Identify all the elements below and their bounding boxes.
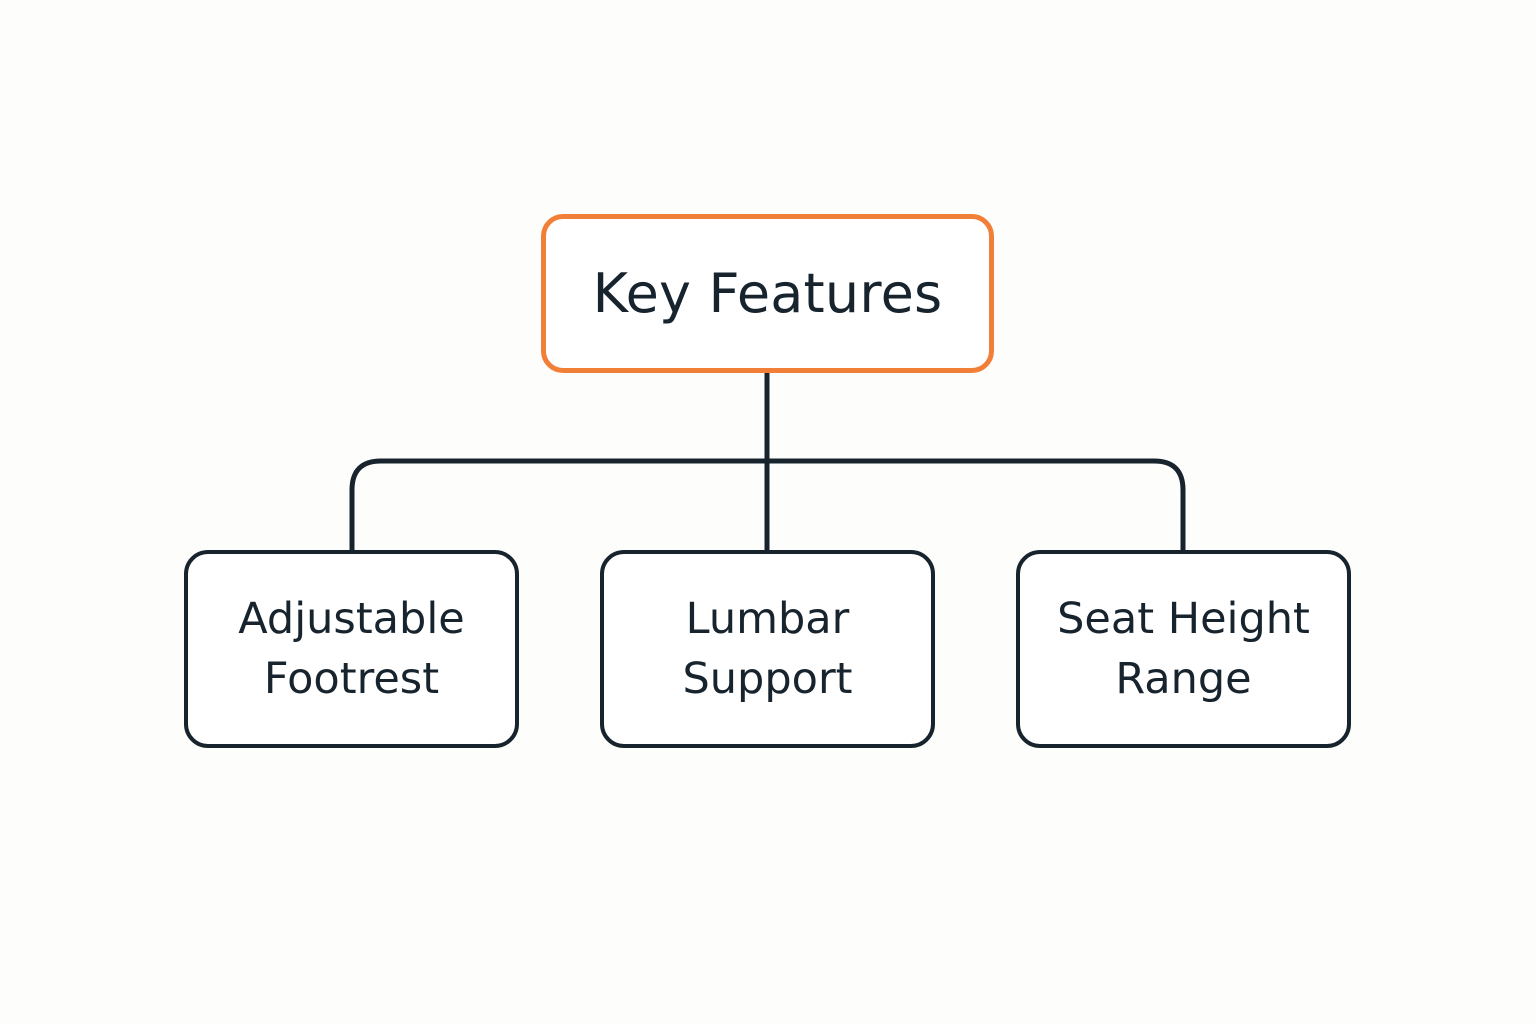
branch-bar-line	[349, 458, 1186, 550]
child-node-label-line2: Footrest	[263, 654, 440, 704]
child-node-label-line2: Range	[1115, 654, 1252, 704]
child-node-lumbar-support: Lumbar Support	[600, 550, 935, 748]
child-node-label-line1: Seat Height	[1057, 594, 1310, 644]
child-node-label-line2: Support	[682, 654, 853, 704]
child-node-seat-height-range: Seat Height Range	[1016, 550, 1351, 748]
root-node-label: Key Features	[592, 262, 943, 325]
root-node-key-features: Key Features	[541, 214, 994, 373]
child-node-adjustable-footrest: Adjustable Footrest	[184, 550, 519, 748]
child-node-label-line1: Lumbar	[685, 594, 850, 644]
child-node-label-line1: Adjustable	[238, 594, 465, 644]
